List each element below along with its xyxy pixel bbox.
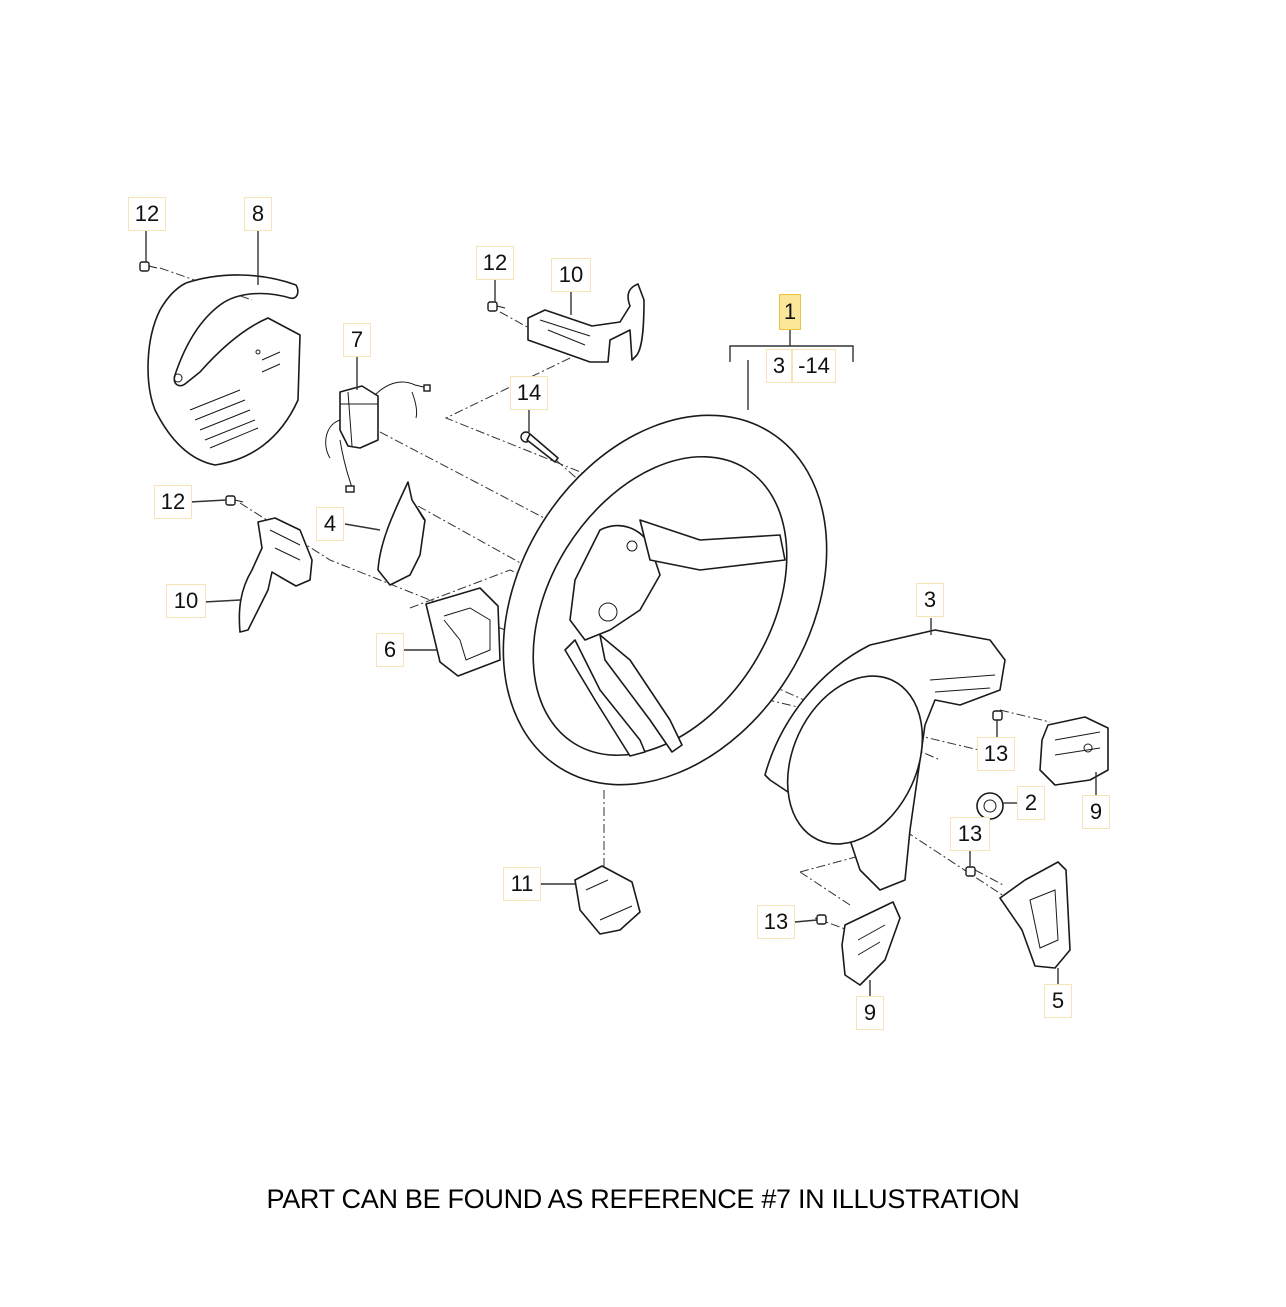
callout-13[interactable]: 13 — [757, 905, 795, 939]
part-2-plug[interactable] — [976, 792, 1004, 820]
part-10-paddle-left[interactable] — [238, 517, 313, 633]
callout-5[interactable]: 5 — [1044, 984, 1072, 1018]
part-12-screw-a[interactable] — [139, 261, 158, 272]
part-3-wheel-trim-bezel[interactable] — [762, 629, 1006, 891]
callout-3[interactable]: 3 — [916, 583, 944, 617]
steering-wheel[interactable] — [437, 355, 893, 845]
part-6-control-module[interactable] — [425, 587, 501, 677]
assembly-callout-1[interactable]: 1 — [779, 294, 801, 330]
callout-10[interactable]: 10 — [551, 258, 591, 292]
reference-caption: PART CAN BE FOUND AS REFERENCE #7 IN ILL… — [266, 1184, 1020, 1214]
callout-9[interactable]: 9 — [1082, 795, 1110, 829]
callout-11[interactable]: 11 — [503, 867, 541, 901]
callout-12[interactable]: 12 — [128, 197, 166, 231]
callout-10[interactable]: 10 — [166, 584, 206, 618]
assembly-range-to: -14 — [792, 349, 836, 383]
callout-7[interactable]: 7 — [343, 323, 371, 357]
part-12-screw-b[interactable] — [487, 301, 506, 312]
part-9-switch-left[interactable] — [841, 901, 901, 986]
callout-6[interactable]: 6 — [376, 633, 404, 667]
assembly-range-from: 3 — [766, 349, 792, 383]
leader-lines — [145, 230, 1097, 998]
callout-2[interactable]: 2 — [1017, 786, 1045, 820]
part-13-screw-b[interactable] — [965, 866, 976, 877]
part-7-clock-spring-wiring[interactable] — [325, 381, 431, 493]
part-8-column-shroud[interactable] — [147, 274, 301, 466]
callout-13[interactable]: 13 — [977, 737, 1015, 771]
callout-4[interactable]: 4 — [316, 507, 344, 541]
part-13-screw-a[interactable] — [992, 710, 1003, 721]
callout-14[interactable]: 14 — [510, 376, 548, 410]
callout-9[interactable]: 9 — [856, 996, 884, 1030]
part-9-switch-right[interactable] — [1039, 716, 1109, 786]
callout-12[interactable]: 12 — [476, 246, 514, 280]
part-13-screw-c[interactable] — [816, 914, 827, 925]
callout-12[interactable]: 12 — [154, 485, 192, 519]
callout-13[interactable]: 13 — [950, 817, 990, 851]
part-11-electronic-module[interactable] — [574, 865, 641, 935]
callout-8[interactable]: 8 — [244, 197, 272, 231]
part-5-lower-trim[interactable] — [999, 861, 1071, 969]
part-4-trim-cover[interactable] — [377, 481, 426, 586]
part-14-bolt[interactable] — [520, 431, 559, 463]
part-10-paddle-right[interactable] — [527, 283, 645, 363]
